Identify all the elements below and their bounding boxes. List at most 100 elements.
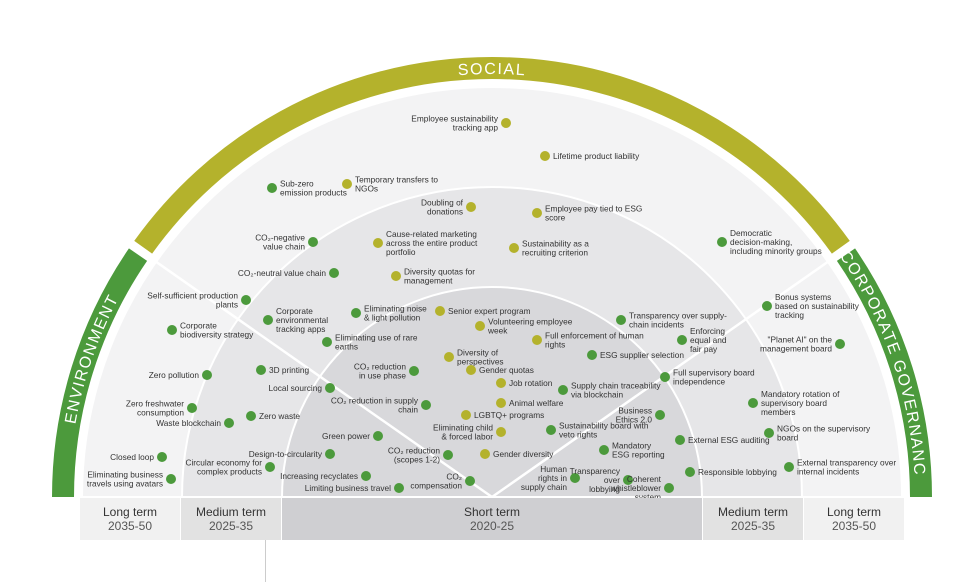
timeline-years: 2035-50 — [107, 519, 153, 533]
item-dot — [329, 268, 339, 278]
item-label: ESG supplier selection — [600, 350, 684, 360]
timeline-label: Long term — [102, 505, 158, 519]
timeline-right-medium: Medium term 2025-35 — [703, 498, 803, 540]
item-dot — [546, 425, 556, 435]
item-dot — [558, 385, 568, 395]
item-dot — [509, 243, 519, 253]
item-3d-printing: 3D printing — [256, 365, 310, 375]
item-label: Zero waste — [259, 411, 300, 421]
item-dot — [265, 462, 275, 472]
item-label: Closed loop — [110, 452, 154, 462]
item-dot — [599, 445, 609, 455]
item-dot — [623, 475, 633, 485]
item-label: Transparency over supply-chain incidents — [629, 311, 727, 330]
item-increasing-recyclates: Increasing recyclates — [280, 471, 371, 481]
item-label: Job rotation — [509, 378, 553, 388]
item-dot — [202, 370, 212, 380]
item-label: Animal welfare — [509, 398, 564, 408]
timeline-label: Long term — [826, 505, 882, 519]
item-zero-pollution: Zero pollution — [149, 370, 212, 380]
short-term-ring — [280, 286, 704, 498]
timeline-years: 2020-25 — [469, 519, 515, 533]
item-dot — [435, 306, 445, 316]
timeline-label: Medium term — [717, 505, 788, 519]
timeline-years: 2025-35 — [208, 519, 254, 533]
item-external-esg-auditing: External ESG auditing — [675, 435, 770, 445]
timeline-short: Short term 2020-25 — [282, 498, 702, 540]
segment-dividers — [130, 243, 854, 499]
item-dot — [361, 471, 371, 481]
item-responsible-lobbying: Responsible lobbying — [685, 467, 777, 477]
timeline-years: 2025-35 — [730, 519, 776, 533]
item-dot — [187, 403, 197, 413]
item-label: Lifetime product liability — [553, 151, 640, 161]
item-label: Senior expert program — [448, 306, 531, 316]
item-eliminating-noise: Eliminating noise& light pollution — [351, 304, 427, 323]
item-dot — [246, 411, 256, 421]
item-label: CO₂-neutral value chain — [238, 268, 326, 278]
item-label: Increasing recyclates — [280, 471, 358, 481]
item-dot — [444, 352, 454, 362]
item-label: Zero pollution — [149, 370, 200, 380]
item-limiting-business-travel: Limiting business travel — [305, 483, 404, 493]
item-dot — [373, 238, 383, 248]
item-label: Eliminating noise& light pollution — [364, 304, 427, 323]
item-dot — [717, 237, 727, 247]
item-dot — [664, 483, 674, 493]
item-dot — [322, 337, 332, 347]
item-dot — [616, 315, 626, 325]
item-dot — [660, 372, 670, 382]
item-dot — [587, 350, 597, 360]
item-eliminating-child-labor: Eliminating child& forced labor — [433, 423, 506, 442]
item-dot — [835, 339, 845, 349]
item-dot — [267, 183, 277, 193]
item-dot — [342, 179, 352, 189]
item-design-to-circularity: Design-to-circularity — [249, 449, 335, 459]
timeline-years: 2035-50 — [831, 519, 877, 533]
item-local-sourcing: Local sourcing — [268, 383, 335, 393]
item-dot — [465, 476, 475, 486]
segment-divider-line — [491, 243, 854, 499]
governance-band — [836, 248, 932, 498]
